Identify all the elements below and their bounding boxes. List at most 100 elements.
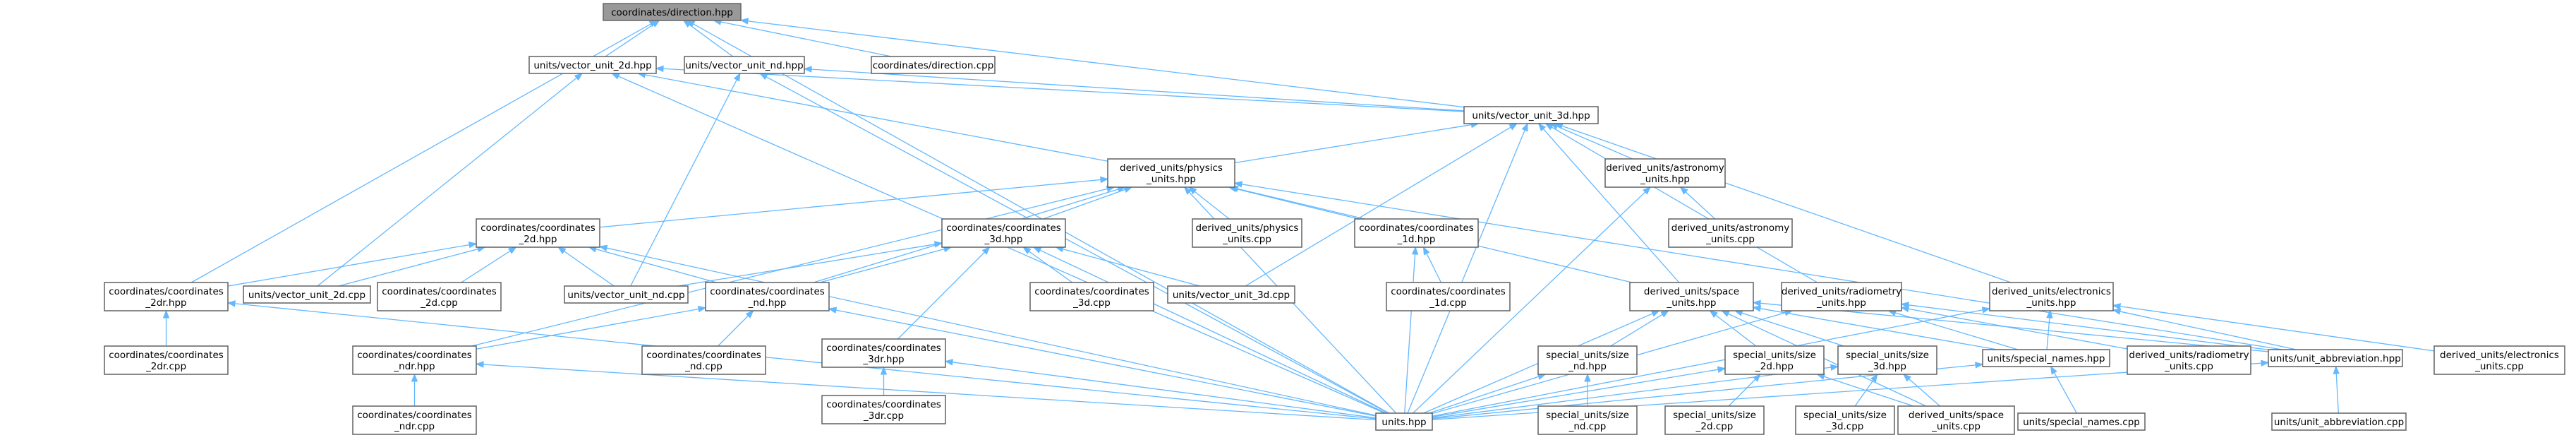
edge-arrowhead: [1537, 122, 1547, 132]
file-node-radiocpp[interactable]: derived_units/radiometry_units.cpp: [2127, 345, 2251, 375]
file-node-abbrcpp[interactable]: units/unit_abbreviation.cpp: [2271, 412, 2407, 431]
node-box: [2127, 345, 2251, 375]
node-label-line: _ndr.hpp: [393, 361, 435, 372]
edge-line: [1759, 308, 1997, 350]
edge-arrowhead: [1679, 186, 1688, 195]
node-box: [1982, 349, 2110, 367]
node-label-line: coordinates/direction.hpp: [611, 7, 733, 18]
file-node-spacecpp[interactable]: derived_units/space_units.cpp: [1897, 405, 2015, 435]
node-box: [1463, 106, 1599, 124]
edge-vec2d-vec3d: [655, 65, 1465, 112]
edge-line: [599, 179, 1102, 228]
node-box: [1386, 282, 1511, 311]
edge-elec-specnames: [2046, 309, 2053, 350]
file-node-vecnd[interactable]: units/vector_unit_nd.hpp: [684, 56, 805, 74]
file-node-c2d[interactable]: coordinates/coordinates_2d.hpp: [476, 218, 600, 248]
file-node-vndcpp[interactable]: units/vector_unit_nd.cpp: [564, 285, 689, 304]
file-node-vec2d[interactable]: units/vector_unit_2d.hpp: [528, 56, 657, 74]
edge-arrowhead: [1643, 186, 1651, 195]
node-box: [1897, 405, 2015, 435]
edge-line: [339, 248, 479, 287]
node-label-line: derived_units/radiometry: [2129, 350, 2249, 361]
file-node-ss3dcpp[interactable]: special_units/size_3d.cpp: [1795, 405, 1895, 435]
file-node-dircpp[interactable]: coordinates/direction.cpp: [871, 56, 996, 74]
edge-line: [1728, 378, 1757, 407]
edge-c3d-units: [1032, 246, 1386, 414]
edge-line: [835, 309, 1377, 417]
file-node-phys[interactable]: derived_units/physics_units.hpp: [1107, 158, 1235, 188]
node-label-line: _2d.cpp: [420, 297, 458, 309]
edge-line: [482, 364, 1377, 421]
file-node-elec[interactable]: derived_units/electronics_units.hpp: [1989, 282, 2114, 311]
file-node-cndcpp[interactable]: coordinates/coordinates_nd.cpp: [641, 345, 766, 375]
edge-cndr-units: [475, 361, 1377, 421]
node-label-line: _ndr.cpp: [394, 421, 435, 432]
edge-arrowhead: [557, 246, 567, 254]
edge-arrowhead: [1183, 186, 1192, 195]
file-node-c3d[interactable]: coordinates/coordinates_3d.hpp: [941, 218, 1066, 248]
edge-line: [1404, 253, 1416, 414]
file-node-c3dcpp[interactable]: coordinates/coordinates_3d.cpp: [1029, 282, 1154, 311]
file-node-v2dcpp[interactable]: units/vector_unit_2d.cpp: [243, 285, 371, 304]
node-box: [1837, 345, 1937, 375]
file-node-ss3d[interactable]: special_units/size_3d.hpp: [1837, 345, 1937, 375]
file-node-specnamescpp[interactable]: units/special_names.cpp: [2017, 412, 2146, 431]
node-label-line: special_units/size: [1846, 350, 1929, 361]
file-node-astrocpp[interactable]: derived_units/astronomy_units.cpp: [1668, 218, 1793, 248]
edge-cnd-units: [828, 307, 1377, 417]
file-node-ss2dcpp[interactable]: special_units/size_2d.cpp: [1664, 405, 1765, 435]
file-node-c2dr[interactable]: coordinates/coordinates_2dr.hpp: [104, 282, 229, 311]
edge-line: [461, 250, 512, 283]
edge-arrowhead: [162, 309, 170, 319]
edge-ss3d-spacecpp: [1902, 374, 1940, 407]
edge-arrowhead: [1753, 374, 1761, 382]
node-label-line: _units.hpp: [1816, 297, 1866, 309]
edge-arrowhead: [475, 361, 484, 368]
file-node-cnd[interactable]: coordinates/coordinates_nd.hpp: [705, 282, 830, 311]
file-node-abbr[interactable]: units/unit_abbreviation.hpp: [2268, 349, 2403, 367]
edge-line: [2335, 372, 2339, 414]
file-node-ssndcpp[interactable]: special_units/size_nd.cpp: [1537, 405, 1638, 435]
edge-astro-astrocpp: [1679, 186, 1716, 220]
edge-line: [2053, 371, 2077, 414]
file-node-units[interactable]: units.hpp: [1375, 412, 1433, 431]
file-node-radio[interactable]: derived_units/radiometry_units.hpp: [1781, 282, 1902, 311]
file-node-space[interactable]: derived_units/space_units.hpp: [1629, 282, 1754, 311]
edge-line: [1043, 189, 1126, 220]
edge-vecnd-vec3d: [803, 66, 1465, 112]
edge-arrowhead: [1584, 373, 1591, 382]
edge-line: [1727, 313, 1926, 407]
edge-line: [1610, 314, 1664, 347]
file-node-c3drcpp[interactable]: coordinates/coordinates_3dr.cpp: [821, 395, 946, 424]
edge-arrowhead: [1717, 366, 1727, 373]
edge-arrowhead: [2112, 303, 2122, 310]
focus-node-root: coordinates/direction.hpp: [603, 3, 742, 21]
file-node-c2drcpp[interactable]: coordinates/coordinates_2dr.cpp: [104, 345, 229, 375]
file-node-astro[interactable]: derived_units/astronomy_units.hpp: [1604, 158, 1726, 188]
file-node-ss2d[interactable]: special_units/size_2d.hpp: [1724, 345, 1825, 375]
edge-arrowhead: [1422, 246, 1430, 256]
node-box: [564, 285, 689, 304]
file-node-ssnd[interactable]: special_units/size_nd.hpp: [1537, 345, 1638, 375]
file-node-c1dcpp[interactable]: coordinates/coordinates_1d.cpp: [1386, 282, 1511, 311]
file-node-v3dcpp[interactable]: units/vector_unit_3d.cpp: [1167, 285, 1295, 304]
node-label-line: _3d.hpp: [984, 234, 1023, 245]
edge-elec-units: [1432, 307, 1991, 417]
file-node-specnames[interactable]: units/special_names.hpp: [1982, 349, 2110, 367]
edge-arrowhead: [1900, 302, 1910, 309]
edge-arrowhead: [1100, 176, 1109, 184]
edge-space-ss2d: [1709, 310, 1757, 347]
node-box: [1537, 405, 1638, 435]
file-node-c1d[interactable]: coordinates/coordinates_1d.hpp: [1354, 218, 1479, 248]
file-node-vec3d[interactable]: units/vector_unit_3d.hpp: [1463, 106, 1599, 124]
file-node-eleccpp[interactable]: derived_units/electronics_units.cpp: [2433, 345, 2565, 375]
file-node-physcpp[interactable]: derived_units/physics_units.cpp: [1192, 218, 1302, 248]
file-node-c2dcpp[interactable]: coordinates/coordinates_2d.cpp: [377, 282, 502, 311]
node-box: [821, 338, 946, 368]
file-node-cndrcpp[interactable]: coordinates/coordinates_ndr.cpp: [352, 405, 477, 435]
file-node-cndr[interactable]: coordinates/coordinates_ndr.hpp: [352, 345, 477, 375]
node-box: [352, 345, 477, 375]
file-node-c3dr[interactable]: coordinates/coordinates_3dr.hpp: [821, 338, 946, 368]
node-label-line: coordinates/coordinates: [1359, 222, 1474, 234]
node-label-line: _units.cpp: [2474, 361, 2524, 372]
